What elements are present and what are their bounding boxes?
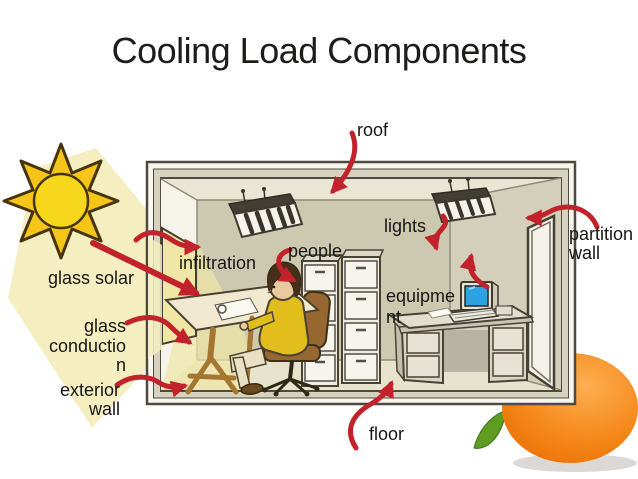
label-glass-solar: glass solar [48,268,135,288]
partition-wall-arrow [524,204,600,230]
label-exterior-wall-line1: exterior [59,380,120,400]
sun-icon [2,142,120,260]
infiltration-arrow [133,230,202,256]
label-equipment-line1: equipme [386,286,456,306]
light-fixture-right [430,177,497,224]
label-lights: lights [384,216,427,236]
label-equipment: equipme nt [386,286,455,328]
ceiling-light-fixtures [227,177,497,239]
label-people: people [288,241,343,261]
lights-arrow [424,213,448,252]
label-partition-wall-line1: partition [569,224,634,244]
label-partition-wall-line2: wall [569,243,601,263]
label-equipment-line2: nt [386,307,402,327]
label-glass-conduction-line2: conductio [48,335,126,356]
page-title: Cooling Load Components [111,30,527,71]
partition-door [526,214,556,392]
desk-phone [495,305,513,316]
lit-frame-band [148,237,162,359]
glass-solar-arrow [90,240,201,296]
equipment-arrow [459,252,490,290]
callout-arrows [90,130,600,451]
label-floor: floor [369,424,405,444]
people-arrow [276,247,297,283]
label-exterior-wall: exterior wall [40,381,120,419]
floor-arrow [348,380,394,451]
label-glass-conduction: glass conductio n [30,316,126,376]
roof-arrow [330,130,358,195]
label-roof: roof [357,120,389,140]
label-glass-conduction-line3: n [115,355,126,375]
exterior-wall-arrow [114,374,189,398]
label-infiltration: infiltration [179,253,257,273]
computer-desk [388,280,535,385]
label-glass-conduction-line1: glass [83,316,126,336]
papers [427,307,453,319]
keyboard [446,307,500,323]
person-at-drafting-table [163,261,331,397]
label-exterior-wall-line2: wall [88,399,120,419]
light-fixture-left [227,187,304,239]
glass-conduction-arrow [124,315,193,345]
label-partition-wall: partition wall [569,225,633,263]
